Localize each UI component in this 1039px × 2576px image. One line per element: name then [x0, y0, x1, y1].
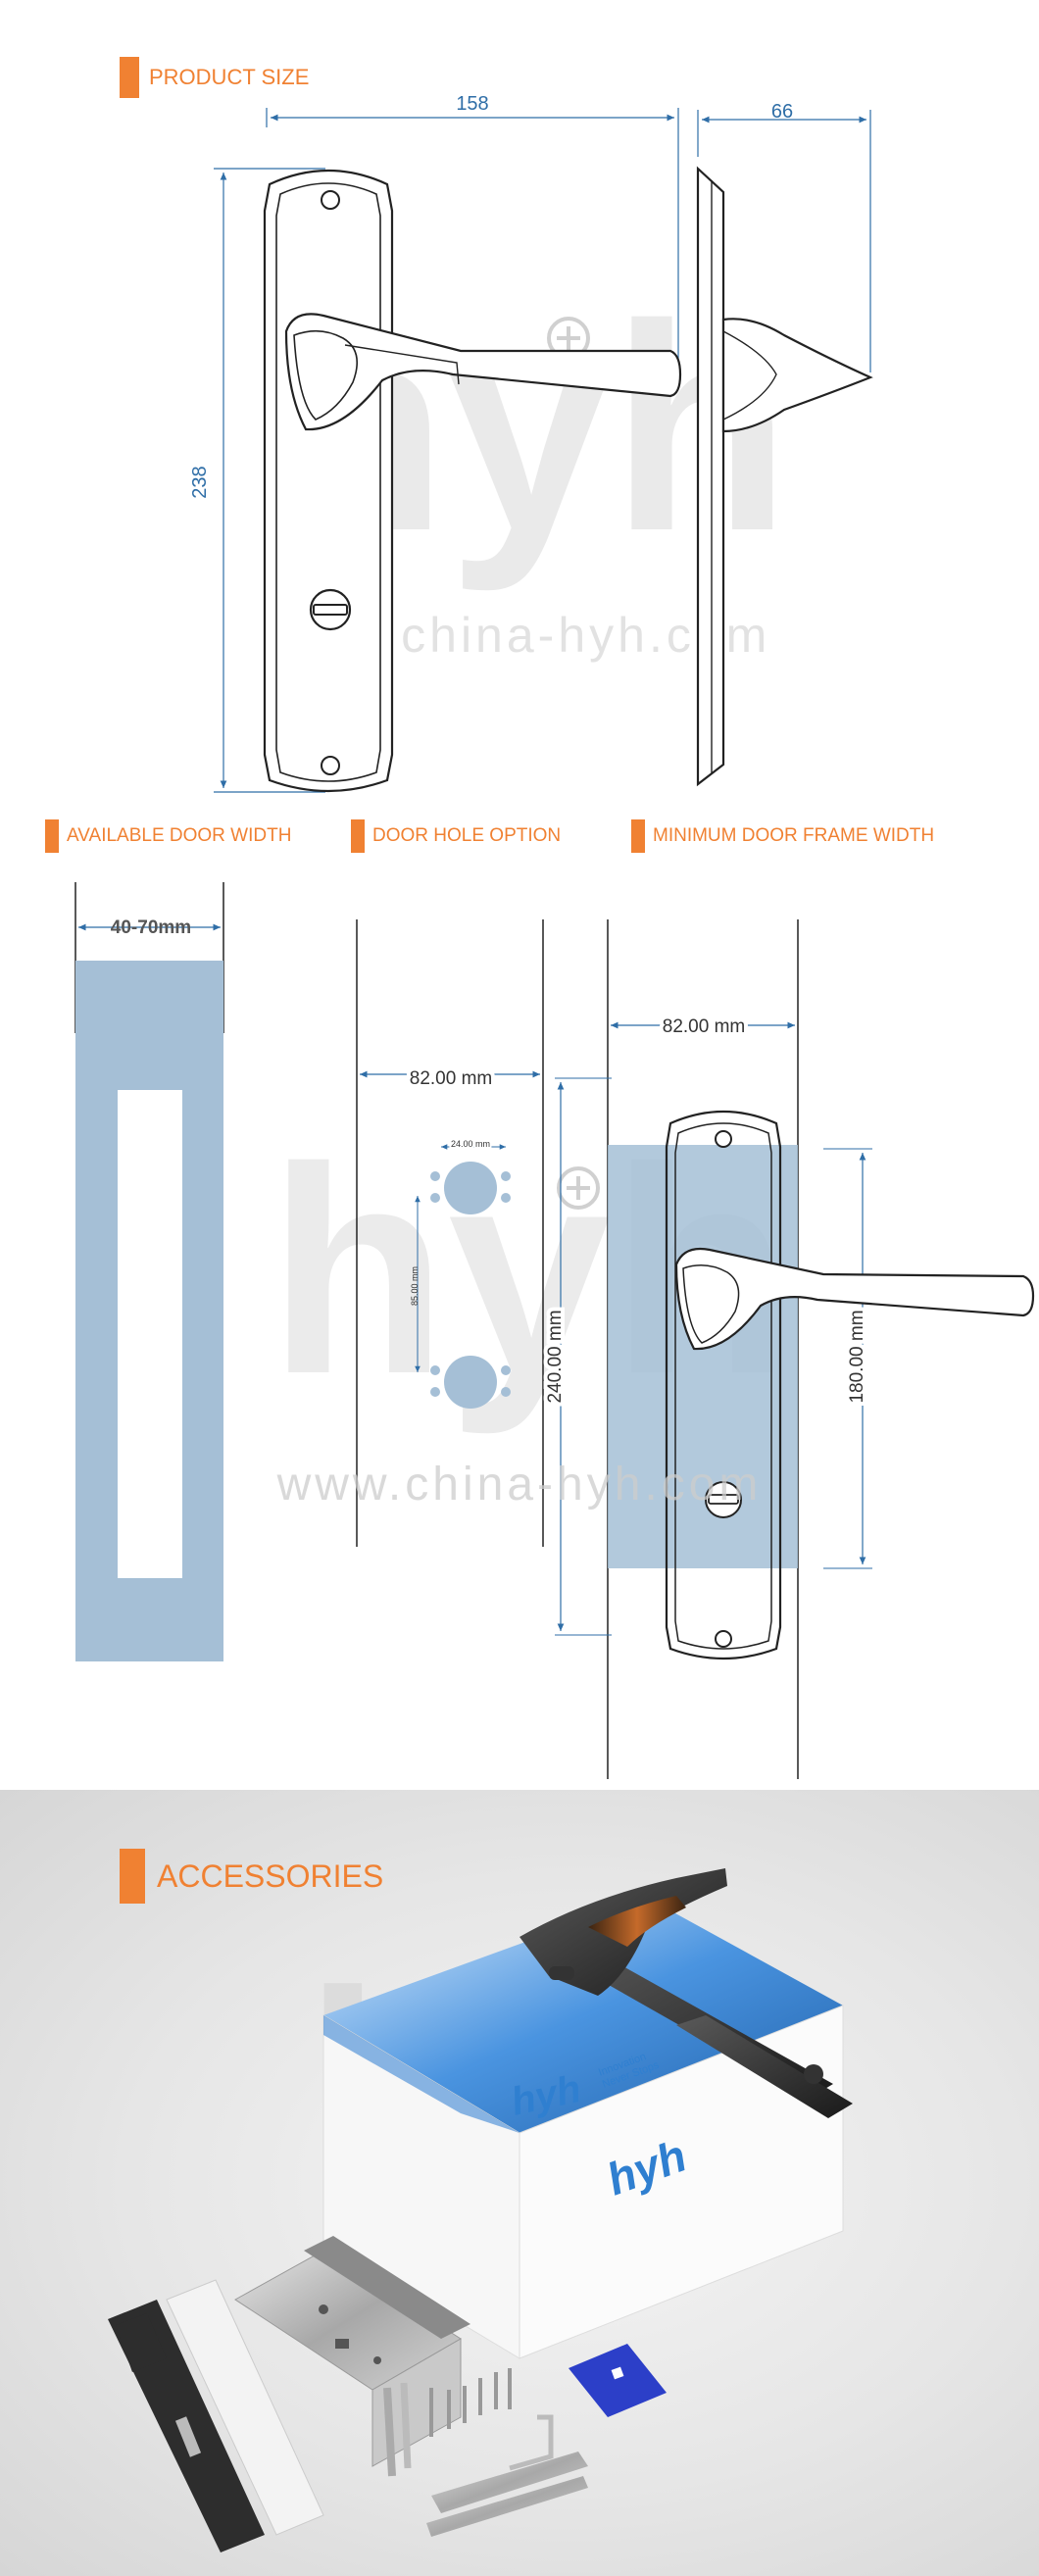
- door-cutout: [118, 1090, 182, 1578]
- hole-spacing-v-label: 85.00 mm: [410, 1266, 420, 1306]
- frame-width-label: 82.00 mm: [663, 1016, 745, 1037]
- lower-hole: [444, 1356, 497, 1409]
- door-hole-diagram: 82.00 mm 24.00 mm 85.00 mm: [356, 919, 544, 1547]
- section-title-available-door-width: AVAILABLE DOOR WIDTH: [45, 819, 291, 853]
- section-title-accessories: ACCESSORIES: [120, 1849, 383, 1904]
- accessories-scene: hyh hyh hyh Innovation Never Stops: [108, 1868, 853, 2552]
- accessories-panel: ACCESSORIES hyh hyh hyh: [0, 1790, 1039, 2576]
- watermark-site-text: www.china-hyh.com: [276, 1459, 763, 1511]
- screws: [383, 2368, 512, 2477]
- dimension-width: 158: [266, 93, 679, 363]
- door-width-diagram: 40-70mm: [74, 882, 224, 1661]
- handle-center-label: 180.00 mm: [847, 1310, 867, 1403]
- dimension-height: 238: [189, 168, 325, 793]
- installation-sticker: [569, 2344, 667, 2417]
- section-title-product-size: PRODUCT SIZE: [120, 57, 309, 98]
- hole-spacing-h-label: 82.00 mm: [410, 1068, 492, 1089]
- dimension-depth: 66: [697, 101, 871, 372]
- registered-cross: [557, 326, 580, 350]
- handle-front-view: [263, 169, 682, 793]
- dimension-depth-label: 66: [771, 101, 793, 123]
- spindles-and-key: [426, 2414, 588, 2537]
- accent-bar: [351, 819, 365, 853]
- section-title-door-hole-option: DOOR HOLE OPTION: [351, 819, 561, 853]
- dimension-height-label: 238: [189, 466, 211, 498]
- section-title-minimum-door-frame-width: MINIMUM DOOR FRAME WIDTH: [631, 819, 934, 853]
- strike-plate: [108, 2279, 324, 2552]
- accent-bar: [120, 1849, 145, 1904]
- dimension-width-label: 158: [456, 93, 488, 115]
- handle-side-view: [696, 166, 873, 787]
- hole-diameter-label: 24.00 mm: [451, 1139, 490, 1149]
- accent-bar: [45, 819, 59, 853]
- product-diagram: hyh www.china-hyh.com 158 66 238: [74, 93, 1035, 1779]
- door-frame-diagram: 82.00 mm 240.00 mm 180.00 mm: [541, 919, 1035, 1779]
- mortise-lock-body: [234, 2236, 470, 2467]
- upper-hole: [444, 1162, 497, 1214]
- door-width-label: 40-70mm: [111, 917, 191, 938]
- accent-bar: [120, 57, 139, 98]
- lock-body-area: [608, 1145, 798, 1568]
- plate-height-label: 240.00 mm: [545, 1310, 566, 1403]
- gift-box: hyh hyh Innovation Never Stops: [322, 1898, 844, 2359]
- accent-bar: [631, 819, 645, 853]
- handle-set-on-box: [520, 1868, 853, 2118]
